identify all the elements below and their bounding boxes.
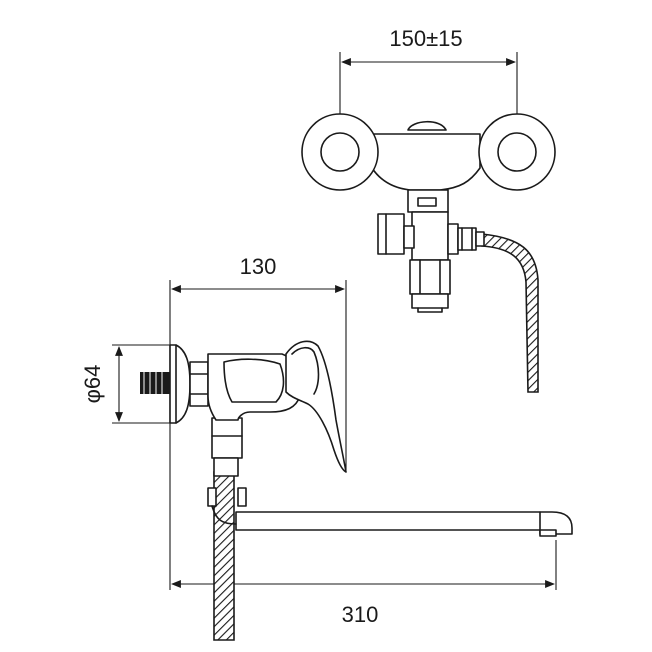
- hose-side-view: [213, 471, 235, 641]
- eccentric-right: [478, 113, 556, 191]
- lever-handle: [285, 340, 347, 473]
- dimension-label-spacing: 150±15: [389, 26, 462, 51]
- dimension-label-flange: φ64: [80, 365, 105, 404]
- spout: [235, 511, 573, 535]
- hose-top-view: [481, 233, 539, 393]
- dimension-label-height: 130: [240, 254, 277, 279]
- side-view: 130 φ64 310: [80, 254, 573, 641]
- flange: [169, 344, 191, 424]
- eccentric-left: [301, 113, 379, 191]
- dimension-label-spout: 310: [342, 602, 379, 627]
- top-view: 150±15: [301, 26, 556, 393]
